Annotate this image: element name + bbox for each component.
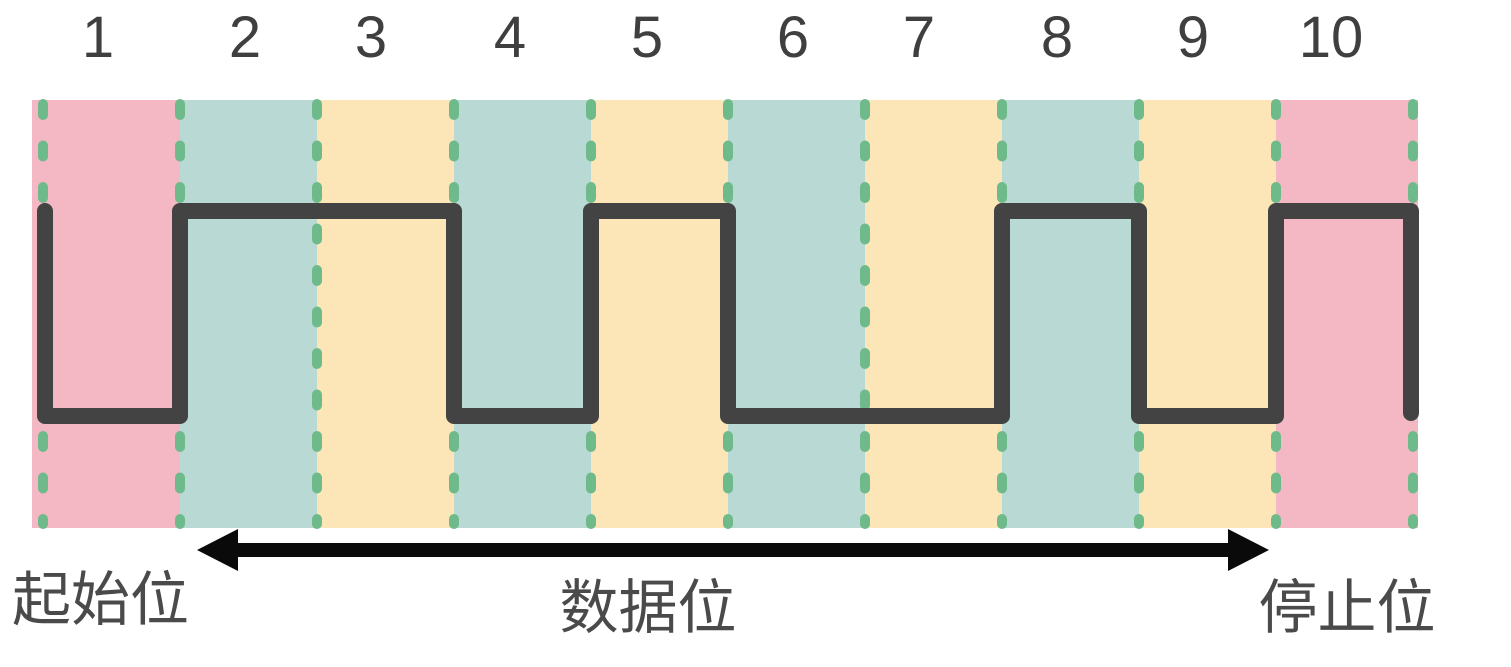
bit-number-3: 3 bbox=[354, 5, 388, 70]
bit-number-2: 2 bbox=[228, 5, 262, 70]
bit-number-8: 8 bbox=[1040, 5, 1074, 70]
bit-band-6 bbox=[728, 100, 865, 528]
bit-band-3 bbox=[317, 100, 454, 528]
bit-band-7 bbox=[865, 100, 1002, 528]
label-data-bits: 数据位 bbox=[559, 575, 737, 641]
bit-band-8 bbox=[1002, 100, 1139, 528]
bit-number-10: 10 bbox=[1298, 5, 1364, 70]
bit-number-4: 4 bbox=[493, 5, 527, 70]
bit-band-4 bbox=[454, 100, 591, 528]
bit-number-9: 9 bbox=[1176, 5, 1210, 70]
bit-band-1 bbox=[32, 100, 180, 528]
bit-band-5 bbox=[591, 100, 728, 528]
waveform bbox=[37, 203, 1419, 424]
label-stop-bit: 停止位 bbox=[1258, 575, 1436, 641]
bit-number-6: 6 bbox=[776, 5, 810, 70]
bit-band-2 bbox=[180, 100, 317, 528]
bit-number-1: 1 bbox=[81, 5, 115, 70]
arrow-right-head-icon bbox=[1228, 529, 1269, 571]
label-start-bit: 起始位 bbox=[12, 567, 190, 633]
bit-number-5: 5 bbox=[630, 5, 664, 70]
bit-band-10 bbox=[1276, 100, 1418, 528]
bit-band-9 bbox=[1139, 100, 1276, 528]
bit-number-7: 7 bbox=[902, 5, 936, 70]
arrow-left-head-icon bbox=[197, 529, 238, 571]
